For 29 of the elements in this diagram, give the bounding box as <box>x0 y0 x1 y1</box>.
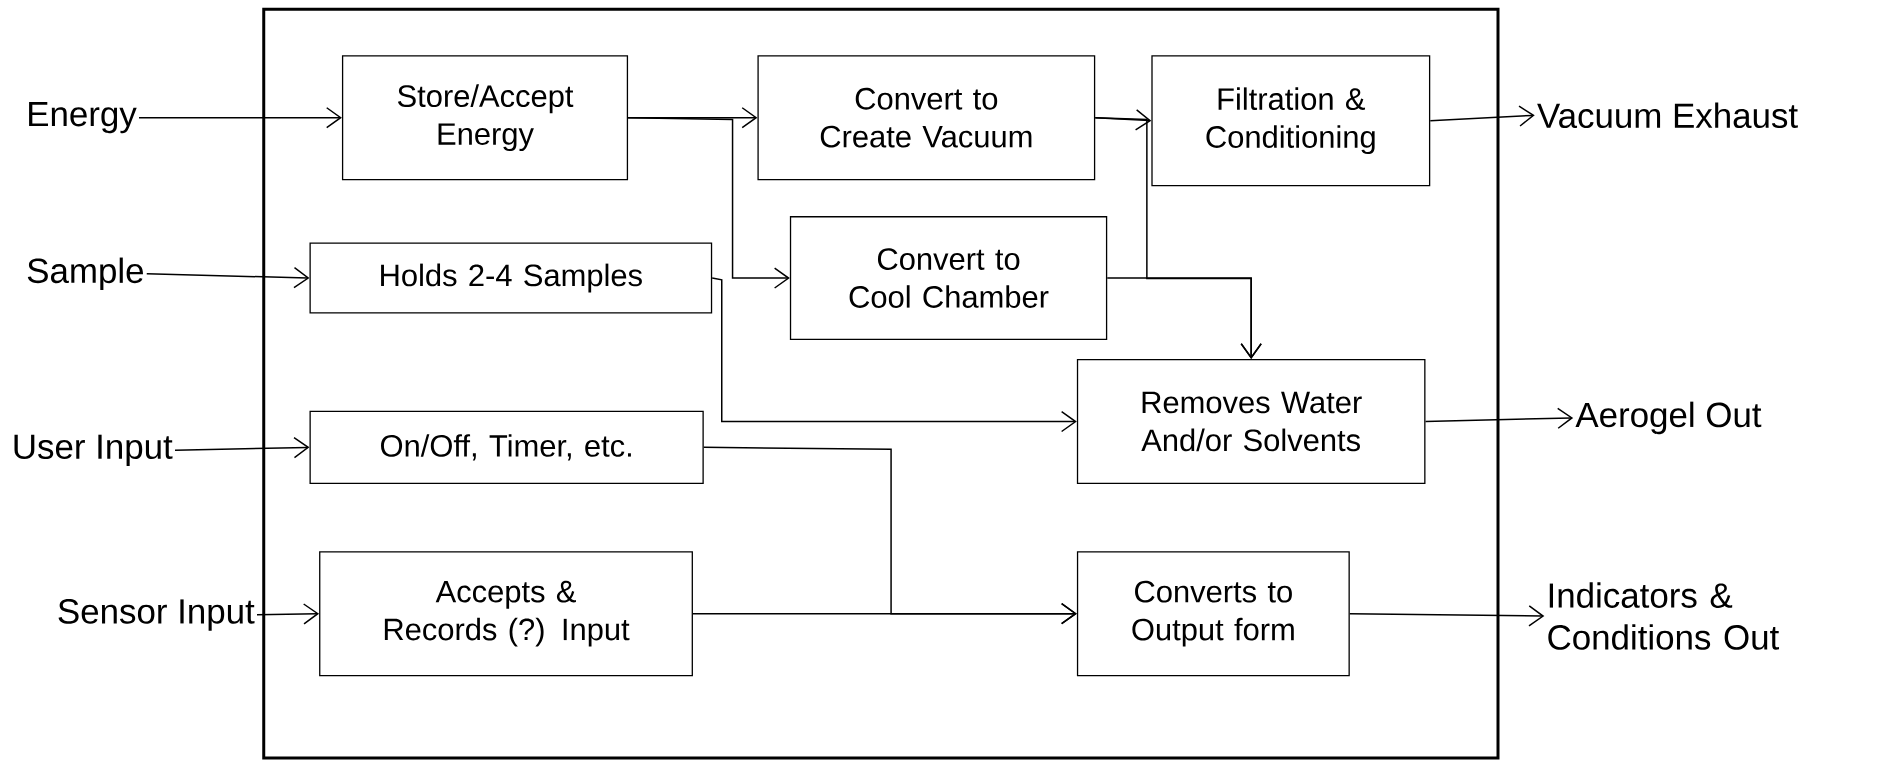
flow-label: Indicators & Conditions Out <box>1548 582 1779 650</box>
process-box: Convert to Cool Chamber <box>789 216 1108 340</box>
arrow <box>174 436 310 459</box>
arrow <box>711 277 1077 433</box>
flow-label: User Input <box>14 434 173 466</box>
arrow <box>146 266 310 289</box>
process-box: On/Off, Timer, etc. <box>309 410 704 484</box>
process-box: Converts to Output form <box>1076 551 1350 677</box>
flow-label: Energy <box>29 102 137 134</box>
process-box: Store/Accept Energy <box>341 55 629 181</box>
flow-label: Aerogel Out <box>1575 401 1762 435</box>
arrow <box>138 106 342 129</box>
arrow <box>1424 407 1574 429</box>
process-box: Holds 2-4 Samples <box>309 242 713 314</box>
process-box: Convert to Create Vacuum <box>757 55 1096 181</box>
flow-label: Sample <box>27 257 143 290</box>
arrow <box>1429 105 1535 127</box>
arrow <box>256 603 320 625</box>
process-box: Filtration & Conditioning <box>1151 55 1431 187</box>
arrow <box>692 602 1077 625</box>
arrow <box>627 116 790 289</box>
flow-label: Sensor Input <box>58 599 255 631</box>
system-boundary-box <box>262 7 1500 760</box>
process-box: Accepts & Records (?) Input <box>319 551 693 677</box>
arrow <box>1349 605 1545 627</box>
process-box: Removes Water And/or Solvents <box>1076 358 1426 484</box>
flow-label: Vacuum Exhaust <box>1537 102 1798 129</box>
arrow <box>1106 277 1262 359</box>
arrow <box>1094 109 1152 131</box>
